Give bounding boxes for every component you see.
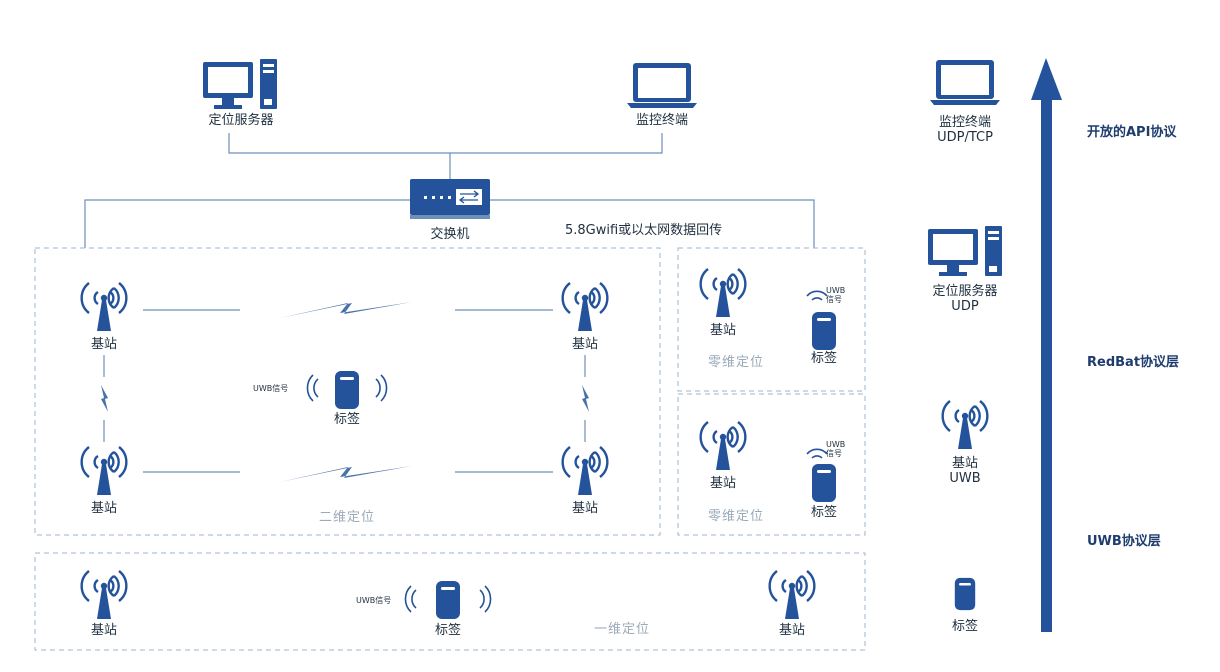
tower-icon-0d-upper — [699, 267, 747, 319]
tower-icon-0d-lower — [699, 420, 747, 472]
tower-icon-2d-tr — [561, 281, 609, 333]
tag-label-2d: 标签 — [333, 412, 361, 427]
signal-waves-1d-right — [479, 585, 492, 613]
station-label-0d-upper: 基站 — [709, 323, 737, 338]
tag-icon-1d — [436, 581, 460, 619]
zero-d-title-lower: 零维定位 — [707, 509, 765, 524]
legend-tag-label: 标签 — [951, 619, 979, 634]
switch-icon — [410, 179, 490, 219]
one-d-title: 一维定位 — [593, 622, 651, 637]
server-icon — [203, 59, 277, 109]
zero-d-title-upper: 零维定位 — [707, 355, 765, 370]
tag-icon-0d-upper — [812, 312, 836, 350]
legend-laptop-icon — [930, 60, 1000, 105]
zero-d-region-upper — [677, 247, 866, 392]
station-label-2d-br: 基站 — [571, 501, 599, 516]
tag-icon-0d-lower — [812, 464, 836, 502]
tag-label-0d-lower: 标签 — [810, 505, 838, 520]
region-boxes — [34, 247, 866, 651]
signal-waves-2d-left — [306, 374, 319, 402]
two-d-links — [103, 309, 586, 473]
uwb-signal-label-2d: UWB信号 — [253, 384, 289, 393]
legend-tower-icon — [941, 399, 989, 451]
tower-icon-2d-bl — [80, 445, 128, 497]
station-label-2d-tr: 基站 — [571, 337, 599, 352]
tag-label-1d: 标签 — [434, 623, 462, 638]
legend-server-icon — [928, 226, 1002, 276]
signal-waves-1d-left — [404, 585, 417, 613]
two-d-title: 二维定位 — [318, 510, 376, 525]
tower-icon-2d-tl — [80, 281, 128, 333]
station-label-1d-left: 基站 — [90, 623, 118, 638]
legend-tag-icon — [954, 577, 976, 611]
uwb-signal-label-1d: UWB信号 — [356, 596, 392, 605]
tower-icon-2d-br — [561, 445, 609, 497]
server-label: 定位服务器 — [208, 113, 274, 128]
backhaul-label: 5.8Gwifi或以太网数据回传 — [565, 223, 723, 238]
zero-d-region-lower — [677, 393, 866, 536]
one-d-region — [34, 552, 866, 651]
monitor-label: 监控终端 — [635, 113, 689, 128]
signal-waves-0d-upper — [806, 290, 828, 301]
top-network-lines — [84, 133, 815, 248]
tower-icon-1d-right — [768, 569, 816, 621]
station-label-2d-tl: 基站 — [90, 337, 118, 352]
layer-api-label: 开放的API协议 — [1087, 125, 1177, 140]
protocol-stack-arrow — [1031, 58, 1062, 632]
station-label-0d-lower: 基站 — [709, 476, 737, 491]
layer-uwb-label: UWB协议层 — [1087, 534, 1161, 549]
two-d-wireless-bolts — [101, 302, 589, 482]
laptop-icon — [627, 63, 697, 108]
station-label-1d-right: 基站 — [778, 623, 806, 638]
tag-icon-2d — [335, 371, 359, 409]
signal-waves-0d-lower — [806, 448, 828, 459]
tag-label-0d-upper: 标签 — [810, 351, 838, 366]
station-label-2d-bl: 基站 — [90, 501, 118, 516]
two-d-region — [34, 247, 661, 536]
tower-icon-1d-left — [80, 569, 128, 621]
signal-waves-2d-right — [375, 374, 388, 402]
switch-label: 交换机 — [430, 227, 470, 242]
layer-redbat-label: RedBat协议层 — [1087, 355, 1180, 370]
